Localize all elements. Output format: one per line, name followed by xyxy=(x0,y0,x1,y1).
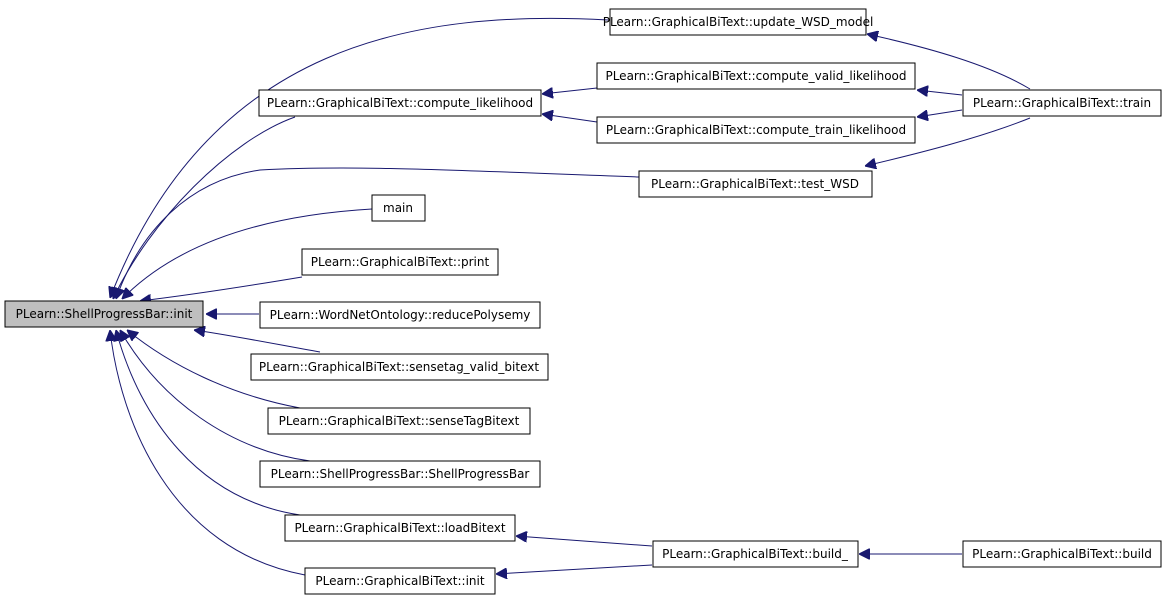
edge-gbt-init-to-shell-init xyxy=(110,330,306,576)
node-compute-train-likelihood[interactable]: PLearn::GraphicalBiText::compute_train_l… xyxy=(596,116,916,144)
edge-update-wsd-model-to-shell-init xyxy=(110,17,609,298)
node-shell-progress-bar-ctor[interactable]: PLearn::ShellProgressBar::ShellProgressB… xyxy=(259,460,541,488)
edge-shell-ctor-to-shell-init xyxy=(120,330,311,462)
node-build-underscore[interactable]: PLearn::GraphicalBiText::build_ xyxy=(652,540,859,568)
node-label: PLearn::GraphicalBiText::senseTagBitext xyxy=(279,414,520,428)
node-compute-valid-likelihood[interactable]: PLearn::GraphicalBiText::compute_valid_l… xyxy=(596,62,916,90)
node-label: PLearn::GraphicalBiText::update_WSD_mode… xyxy=(603,15,874,29)
node-build[interactable]: PLearn::GraphicalBiText::build xyxy=(962,540,1162,568)
node-label: PLearn::GraphicalBiText::compute_likelih… xyxy=(267,96,533,110)
node-label: PLearn::GraphicalBiText::sensetag_valid_… xyxy=(259,360,539,374)
node-label: PLearn::GraphicalBiText::train xyxy=(973,96,1151,110)
edges xyxy=(110,17,1031,576)
node-load-bitext[interactable]: PLearn::GraphicalBiText::loadBitext xyxy=(284,514,516,542)
edge-train-to-compute-train-likelihood xyxy=(917,109,963,117)
edge-train-to-compute-valid-likelihood xyxy=(917,90,963,95)
node-test-wsd[interactable]: PLearn::GraphicalBiText::test_WSD xyxy=(638,170,873,198)
node-graphical-bitext-init[interactable]: PLearn::GraphicalBiText::init xyxy=(304,567,496,595)
edge-sensetag-valid-bitext-to-shell-init xyxy=(194,330,321,353)
node-label: PLearn::GraphicalBiText::test_WSD xyxy=(651,177,859,191)
edge-print-to-shell-init xyxy=(140,276,303,301)
edge-compute-valid-likelihood-to-compute-likelihood xyxy=(542,88,598,94)
edge-compute-train-likelihood-to-compute-likelihood xyxy=(542,114,598,123)
nodes: PLearn::ShellProgressBar::init PLearn::G… xyxy=(4,8,1162,595)
node-label: PLearn::ShellProgressBar::ShellProgressB… xyxy=(271,467,530,481)
node-label: main xyxy=(383,201,413,215)
edge-sense-tag-bitext-to-shell-init xyxy=(127,330,301,409)
node-label: PLearn::ShellProgressBar::init xyxy=(16,307,193,321)
edge-build-underscore-to-load-bitext xyxy=(516,536,653,547)
edge-test-wsd-to-shell-init xyxy=(116,167,640,299)
edge-load-bitext-to-shell-init xyxy=(116,330,301,516)
node-main[interactable]: main xyxy=(371,194,426,222)
node-sense-tag-bitext[interactable]: PLearn::GraphicalBiText::senseTagBitext xyxy=(267,407,531,435)
node-compute-likelihood[interactable]: PLearn::GraphicalBiText::compute_likelih… xyxy=(258,89,542,117)
node-shell-progress-bar-init[interactable]: PLearn::ShellProgressBar::init xyxy=(4,300,204,328)
node-label: PLearn::WordNetOntology::reducePolysemy xyxy=(270,308,531,322)
node-label: PLearn::GraphicalBiText::init xyxy=(315,574,484,588)
node-label: PLearn::GraphicalBiText::compute_train_l… xyxy=(606,123,906,137)
node-label: PLearn::GraphicalBiText::loadBitext xyxy=(294,521,505,535)
edge-main-to-shell-init xyxy=(122,208,373,299)
node-print[interactable]: PLearn::GraphicalBiText::print xyxy=(301,248,499,276)
edge-train-to-test-wsd xyxy=(865,117,1031,166)
node-sensetag-valid-bitext[interactable]: PLearn::GraphicalBiText::sensetag_valid_… xyxy=(250,353,549,381)
node-label: PLearn::GraphicalBiText::build_ xyxy=(662,547,849,561)
node-reduce-polysemy[interactable]: PLearn::WordNetOntology::reducePolysemy xyxy=(259,301,541,329)
edge-build-underscore-to-gbt-init xyxy=(496,564,653,574)
node-train[interactable]: PLearn::GraphicalBiText::train xyxy=(962,89,1162,117)
edge-train-to-update-wsd-model xyxy=(867,34,1031,90)
node-label: PLearn::GraphicalBiText::compute_valid_l… xyxy=(605,69,906,83)
node-label: PLearn::GraphicalBiText::print xyxy=(311,255,490,269)
node-update-wsd-model[interactable]: PLearn::GraphicalBiText::update_WSD_mode… xyxy=(603,8,874,36)
node-label: PLearn::GraphicalBiText::build xyxy=(972,547,1152,561)
